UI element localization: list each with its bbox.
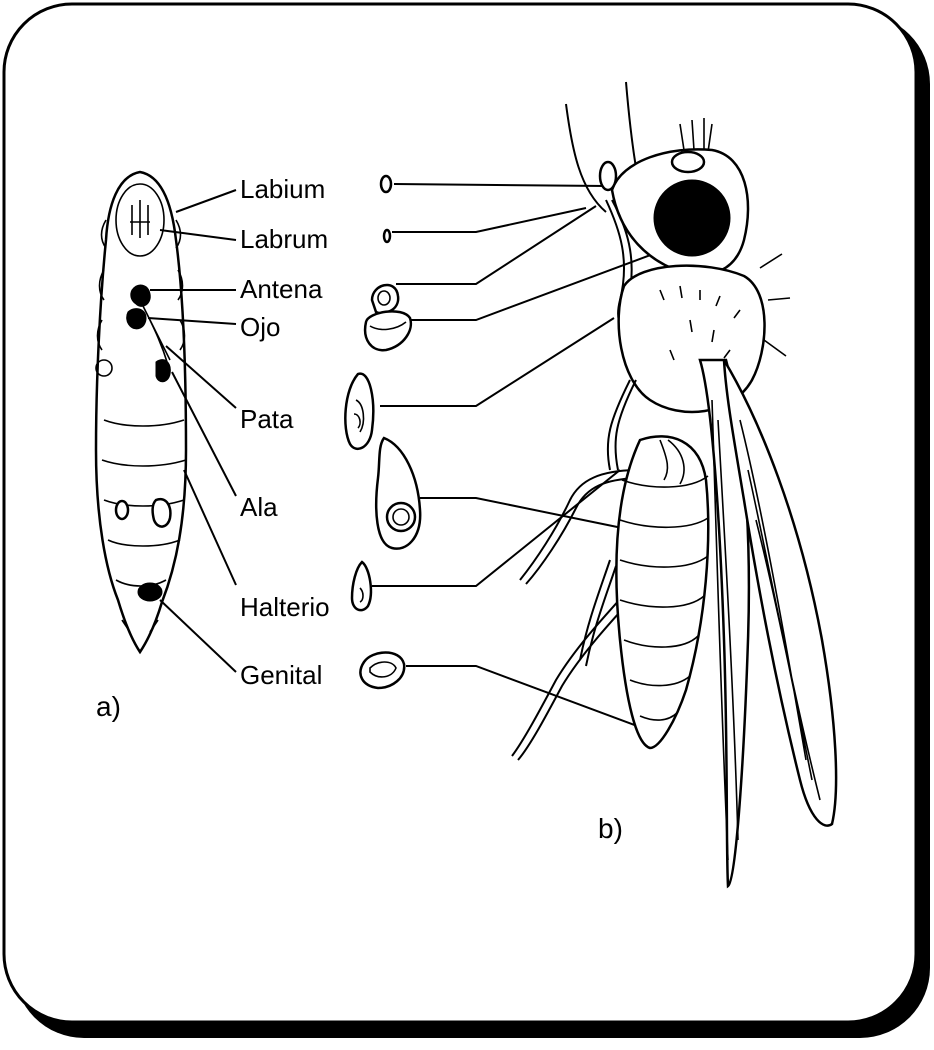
label-antena: Antena — [240, 274, 323, 304]
label-pata: Pata — [240, 404, 294, 434]
disc-antena — [372, 285, 398, 313]
panel-label-b: b) — [598, 813, 623, 844]
label-ala: Ala — [240, 492, 278, 522]
panel-label-a: a) — [96, 691, 121, 722]
label-genital: Genital — [240, 660, 322, 690]
label-ojo: Ojo — [240, 312, 280, 342]
label-labrum: Labrum — [240, 224, 328, 254]
disc-labium — [381, 176, 391, 192]
label-halterio: Halterio — [240, 592, 330, 622]
label-labium: Labium — [240, 174, 325, 204]
disc-labrum — [384, 230, 390, 242]
